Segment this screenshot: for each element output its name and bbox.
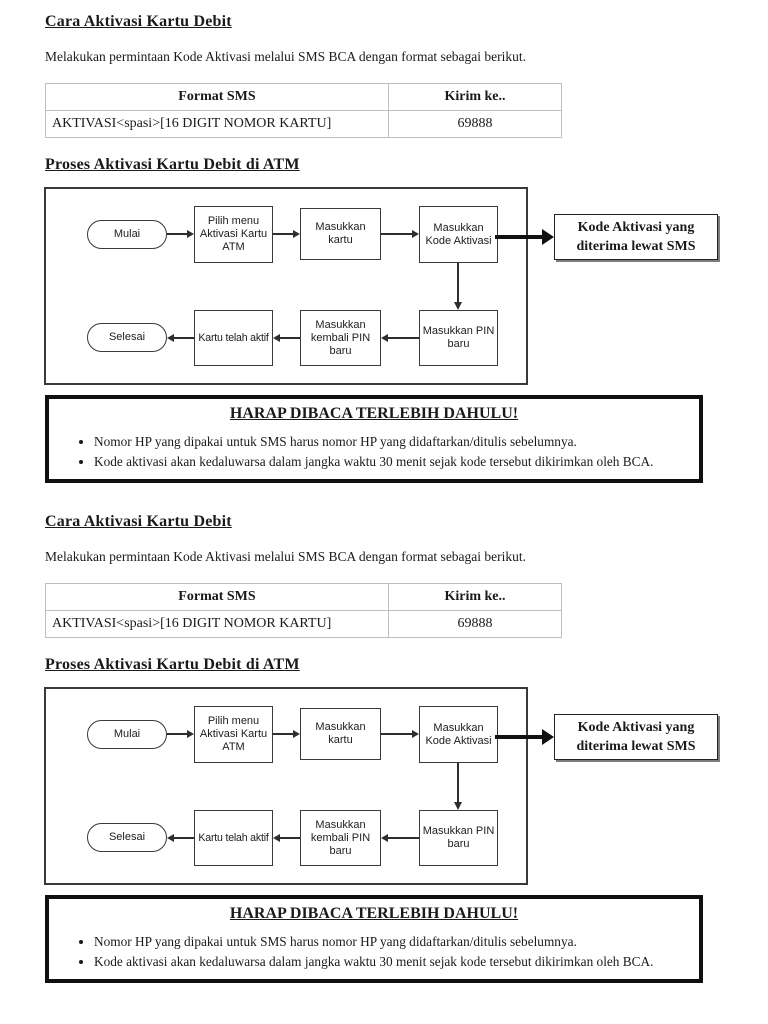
arrow-line — [457, 763, 459, 803]
flow-step-node: Kartu telah aktif — [194, 310, 273, 366]
arrow-line — [167, 733, 188, 735]
table-header-cell: Format SMS — [45, 83, 389, 111]
flow-step-node: Pilih menu Aktivasi Kartu ATM — [194, 706, 273, 763]
sms-format-table: Format SMS Kirim ke.. AKTIVASI<spasi>[16… — [45, 83, 562, 138]
arrow-line — [273, 733, 294, 735]
table-header-cell: Kirim ke.. — [388, 83, 562, 111]
flow-step-node: Masukkan Kode Aktivasi — [419, 706, 498, 763]
table-cell: AKTIVASI<spasi>[16 DIGIT NOMOR KARTU] — [45, 110, 389, 138]
arrow-down-icon — [454, 802, 462, 810]
arrow-right-icon — [187, 730, 194, 738]
flow-step-node: Pilih menu Aktivasi Kartu ATM — [194, 206, 273, 263]
arrow-right-icon — [412, 230, 419, 238]
flow-step-node: Masukkan PIN baru — [419, 810, 498, 866]
thick-arrow-right-icon — [542, 729, 554, 745]
flow-step-node: Masukkan kartu — [300, 208, 381, 260]
thick-arrow-line — [495, 735, 542, 739]
warning-title: HARAP DIBACA TERLEBIH DAHULU! — [229, 905, 519, 922]
arrow-line — [279, 837, 300, 839]
flow-step-node: Masukkan kembali PIN baru — [300, 310, 381, 366]
arrow-right-icon — [412, 730, 419, 738]
table-cell: 69888 — [388, 610, 562, 638]
arrow-line — [173, 337, 194, 339]
flow-step-node: Masukkan kembali PIN baru — [300, 810, 381, 866]
intro-text: Melakukan permintaan Kode Aktivasi melal… — [45, 49, 527, 64]
table-cell: AKTIVASI<spasi>[16 DIGIT NOMOR KARTU] — [45, 610, 389, 638]
sms-note-box: Kode Aktivasi yang diterima lewat SMS — [554, 214, 718, 260]
section-title: Cara Aktivasi Kartu Debit — [45, 513, 232, 530]
warning-bullet: Kode aktivasi akan kedaluwarsa dalam jan… — [94, 952, 691, 972]
arrow-right-icon — [293, 230, 300, 238]
sms-format-table: Format SMS Kirim ke.. AKTIVASI<spasi>[16… — [45, 583, 562, 638]
thick-arrow-right-icon — [542, 229, 554, 245]
warning-bullet: Nomor HP yang dipakai untuk SMS harus no… — [94, 932, 691, 952]
arrow-line — [167, 233, 188, 235]
flow-step-node: Masukkan PIN baru — [419, 310, 498, 366]
warning-box: HARAP DIBACA TERLEBIH DAHULU! Nomor HP y… — [45, 895, 703, 983]
warning-list: Nomor HP yang dipakai untuk SMS harus no… — [94, 932, 691, 971]
arrow-line — [279, 337, 300, 339]
flow-step-node: Kartu telah aktif — [194, 810, 273, 866]
flow-end-node: Selesai — [87, 823, 167, 852]
warning-list: Nomor HP yang dipakai untuk SMS harus no… — [94, 432, 691, 471]
arrow-line — [457, 263, 459, 303]
warning-bullet: Nomor HP yang dipakai untuk SMS harus no… — [94, 432, 691, 452]
arrow-down-icon — [454, 302, 462, 310]
flow-title: Proses Aktivasi Kartu Debit di ATM — [45, 156, 300, 173]
section-2: Cara Aktivasi Kartu Debit Melakukan perm… — [0, 500, 768, 1000]
arrow-left-icon — [273, 334, 280, 342]
arrow-left-icon — [381, 834, 388, 842]
table-header-cell: Kirim ke.. — [388, 583, 562, 611]
table-header-cell: Format SMS — [45, 583, 389, 611]
flowchart-canvas: Mulai Pilih menu Aktivasi Kartu ATM Masu… — [44, 687, 528, 885]
section-1: Cara Aktivasi Kartu Debit Melakukan perm… — [0, 0, 768, 500]
flow-title: Proses Aktivasi Kartu Debit di ATM — [45, 656, 300, 673]
arrow-line — [173, 837, 194, 839]
flowchart-canvas: Mulai Pilih menu Aktivasi Kartu ATM Masu… — [44, 187, 528, 385]
arrow-line — [273, 233, 294, 235]
arrow-line — [381, 233, 413, 235]
warning-title: HARAP DIBACA TERLEBIH DAHULU! — [229, 405, 519, 422]
arrow-right-icon — [293, 730, 300, 738]
section-title: Cara Aktivasi Kartu Debit — [45, 13, 232, 30]
flow-start-node: Mulai — [87, 220, 167, 249]
thick-arrow-line — [495, 235, 542, 239]
sms-note-box: Kode Aktivasi yang diterima lewat SMS — [554, 714, 718, 760]
arrow-left-icon — [381, 334, 388, 342]
arrow-left-icon — [273, 834, 280, 842]
arrow-right-icon — [187, 230, 194, 238]
arrow-left-icon — [167, 334, 174, 342]
flow-step-node: Masukkan Kode Aktivasi — [419, 206, 498, 263]
flow-end-node: Selesai — [87, 323, 167, 352]
arrow-line — [387, 337, 419, 339]
arrow-line — [381, 733, 413, 735]
arrow-left-icon — [167, 834, 174, 842]
warning-bullet: Kode aktivasi akan kedaluwarsa dalam jan… — [94, 452, 691, 472]
table-cell: 69888 — [388, 110, 562, 138]
flow-start-node: Mulai — [87, 720, 167, 749]
flow-step-node: Masukkan kartu — [300, 708, 381, 760]
warning-box: HARAP DIBACA TERLEBIH DAHULU! Nomor HP y… — [45, 395, 703, 483]
arrow-line — [387, 837, 419, 839]
intro-text: Melakukan permintaan Kode Aktivasi melal… — [45, 549, 527, 564]
